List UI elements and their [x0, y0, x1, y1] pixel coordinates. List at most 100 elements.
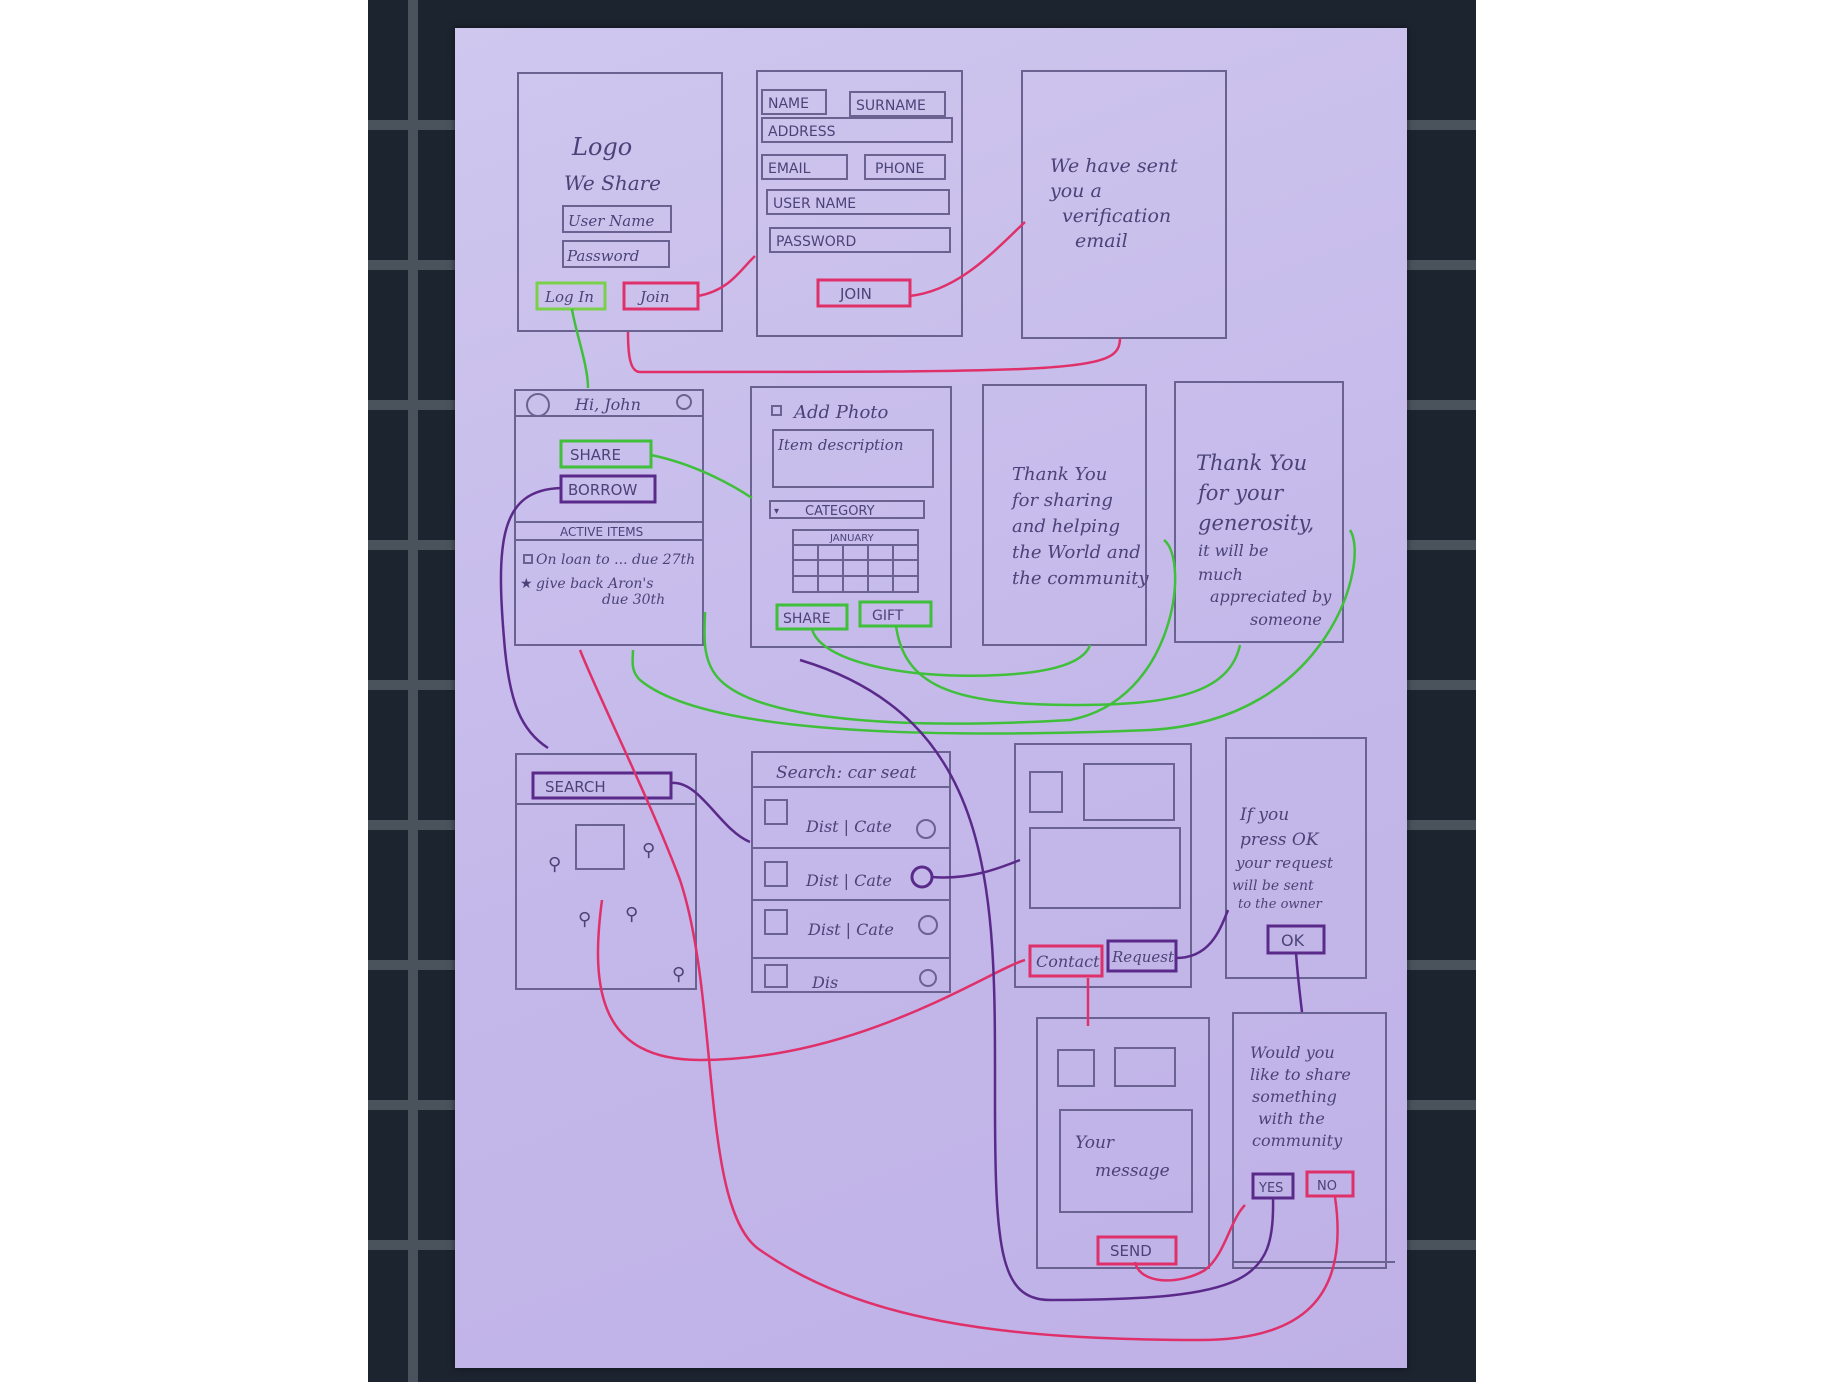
message-field[interactable] [1059, 1109, 1193, 1213]
svg-text:★: ★ [520, 576, 533, 592]
greeting: Hi, John [574, 395, 641, 414]
username-field[interactable] [562, 205, 672, 233]
svg-text:Dis: Dis [811, 973, 838, 992]
contact-button[interactable] [1028, 944, 1104, 978]
app-name: We Share [564, 171, 661, 195]
svg-text:much: much [1198, 565, 1243, 584]
svg-text:ADDRESS: ADDRESS [768, 124, 836, 140]
item-summary-box [1114, 1047, 1176, 1087]
item-photo [1029, 771, 1063, 813]
svg-text:appreciated by: appreciated by [1210, 587, 1332, 606]
svg-text:due 30th: due 30th [602, 592, 665, 608]
map-pin-icon: ⚲ [548, 854, 561, 875]
svg-text:Your: Your [1075, 1133, 1115, 1153]
calendar[interactable]: JANUARY [792, 529, 919, 593]
gift-button[interactable] [858, 600, 933, 628]
svg-text:and helping: and helping [1012, 516, 1120, 537]
address-field[interactable] [761, 117, 953, 143]
no-button[interactable] [1305, 1170, 1355, 1198]
svg-text:EMAIL: EMAIL [768, 161, 811, 177]
svg-text:you a: you a [1049, 180, 1102, 202]
active-item-giveback: give back Aron's [536, 576, 653, 592]
svg-text:press OK: press OK [1240, 830, 1320, 850]
svg-text:SEARCH: SEARCH [545, 778, 606, 796]
password-field[interactable] [562, 240, 670, 268]
flow-arrows [499, 221, 1356, 1342]
svg-text:Dist | Cate: Dist | Cate [805, 817, 892, 836]
message-screen: Your message SEND [1036, 1017, 1210, 1269]
map-pin-icon: ⚲ [625, 904, 638, 925]
chevron-right-icon [910, 865, 934, 889]
surname-field[interactable] [849, 91, 946, 117]
svg-text:for your: for your [1196, 481, 1285, 505]
results-header: Search: car seat [776, 763, 917, 783]
svg-text:SURNAME: SURNAME [856, 98, 926, 114]
svg-text:Thank You: Thank You [1012, 464, 1107, 485]
svg-text:something: something [1252, 1087, 1337, 1106]
svg-text:SHARE: SHARE [570, 446, 621, 464]
svg-text:the World and: the World and [1012, 542, 1141, 563]
signup-join-button[interactable] [816, 278, 912, 308]
svg-text:PHONE: PHONE [875, 161, 924, 177]
svg-text:for sharing: for sharing [1010, 490, 1113, 511]
item-photo [1057, 1049, 1095, 1087]
home-screen: Hi, John SHARE BORROW ACTIVE ITEMS On lo… [514, 389, 704, 646]
item-description-field[interactable] [772, 429, 934, 488]
svg-text:JANUARY: JANUARY [829, 533, 875, 544]
svg-text:YES: YES [1258, 1181, 1283, 1196]
svg-text:PASSWORD: PASSWORD [776, 234, 856, 250]
login-button[interactable] [535, 281, 607, 311]
request-button[interactable] [1106, 939, 1178, 973]
svg-text:User Name: User Name [568, 212, 654, 230]
list-item[interactable]: Dis [764, 964, 937, 992]
signup-username-field[interactable] [766, 189, 950, 215]
svg-text:with the: with the [1258, 1109, 1325, 1128]
svg-text:JOIN: JOIN [839, 285, 872, 303]
list-item[interactable]: Dist | Cate [764, 909, 938, 939]
item-summary-box [1083, 763, 1175, 821]
svg-text:NAME: NAME [768, 96, 809, 112]
name-field[interactable] [761, 89, 827, 115]
svg-text:like to share: like to share [1250, 1065, 1351, 1084]
svg-text:community: community [1252, 1131, 1343, 1150]
map-popup-card[interactable] [575, 824, 625, 870]
chevron-right-icon [916, 819, 936, 839]
search-icon[interactable] [676, 394, 692, 410]
list-item[interactable]: Dist | Cate [764, 799, 936, 839]
chevron-right-icon [918, 915, 938, 935]
list-item[interactable]: Dist | Cate [764, 861, 934, 890]
svg-text:Would you: Would you [1250, 1043, 1335, 1062]
share-item-screen: Add Photo Item description ▾ CATEGORY JA… [750, 386, 952, 648]
phone-field[interactable] [864, 154, 946, 180]
svg-text:Password: Password [566, 247, 639, 265]
category-select[interactable] [769, 500, 925, 519]
svg-text:GIFT: GIFT [872, 608, 904, 624]
svg-text:OK: OK [1281, 931, 1305, 950]
map-pin-icon: ⚲ [578, 909, 591, 930]
logo-text: Logo [571, 133, 632, 161]
thank-share-screen: Thank You for sharing and helping the Wo… [982, 384, 1149, 646]
svg-text:We have sent: We have sent [1050, 155, 1178, 177]
svg-text:Request: Request [1111, 948, 1175, 966]
email-field[interactable] [761, 154, 848, 180]
search-button[interactable] [531, 771, 673, 800]
svg-text:Dist | Cate: Dist | Cate [807, 920, 894, 939]
svg-text:SEND: SEND [1110, 1242, 1152, 1260]
svg-text:USER NAME: USER NAME [773, 196, 856, 212]
confirm-request-screen: If you press OK your request will be sen… [1225, 737, 1367, 979]
thank-gift-screen: Thank You for your generosity, it will b… [1174, 381, 1344, 643]
send-button[interactable] [1096, 1235, 1178, 1266]
svg-text:Log In: Log In [544, 288, 594, 306]
signup-password-field[interactable] [769, 227, 951, 253]
item-detail-screen: Contact Request [1014, 743, 1192, 988]
profile-icon[interactable] [526, 393, 550, 417]
home-share-button[interactable] [559, 439, 653, 469]
add-photo-label: Add Photo [792, 402, 889, 423]
svg-text:Join: Join [637, 288, 670, 306]
svg-text:your request: your request [1235, 854, 1334, 872]
svg-text:Dist | Cate: Dist | Cate [805, 871, 892, 890]
svg-text:Item description: Item description [777, 436, 904, 454]
svg-text:If you: If you [1239, 805, 1289, 825]
map-pin-icon: ⚲ [642, 840, 655, 861]
